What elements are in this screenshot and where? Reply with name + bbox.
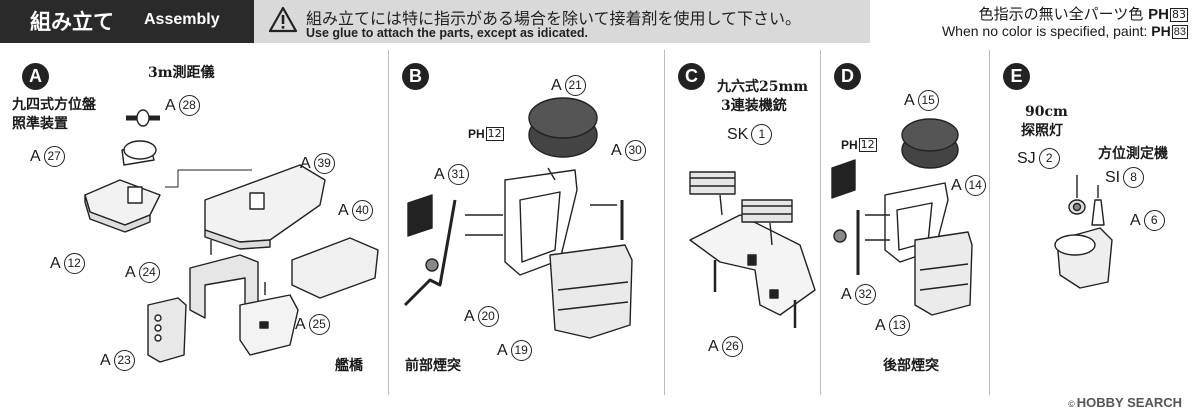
paint-number: 83: [1170, 8, 1188, 22]
director-label-line2: 照準装置: [12, 116, 68, 132]
mg-label-line1: 九六式25mm: [717, 79, 809, 95]
warning-en: Use glue to attach the parts, except as …: [306, 26, 589, 40]
step-e-drawing: [1054, 175, 1113, 289]
rangefinder-label: 3m測距儀: [148, 65, 215, 81]
step-d-drawing: [831, 118, 973, 316]
warning-icon: [268, 6, 298, 33]
step-a-badge: A: [22, 63, 49, 90]
step-b-drawing: [403, 97, 633, 339]
front-funnel-section-label: 前部煙突: [405, 358, 461, 374]
step-a-drawing: [84, 109, 379, 363]
paint-code: PH: [1151, 23, 1171, 39]
assembly-title-bar: 組み立て Assembly: [0, 0, 254, 43]
step-b-badge: B: [402, 63, 429, 90]
director-label-line1: 九四式方位盤: [12, 97, 96, 113]
watermark: ©HOBBY SEARCH: [1068, 395, 1182, 410]
paint-code: PH: [1148, 6, 1169, 23]
warning-jp: 組み立てには特に指示がある場合を除いて接着剤を使用して下さい。: [306, 9, 802, 28]
mg-label-line2: 3連装機銃: [721, 98, 787, 114]
paint-number: 83: [1171, 25, 1188, 39]
step-e-badge: E: [1003, 63, 1030, 90]
step-c-drawing: [689, 171, 816, 328]
glue-warning-bar: 組み立てには特に指示がある場合を除いて接着剤を使用して下さい。 Use glue…: [254, 0, 870, 43]
direction-finder-label: 方位測定機: [1098, 146, 1168, 162]
title-jp: 組み立て: [30, 10, 114, 34]
searchlight-label-line2: 探照灯: [1021, 123, 1063, 139]
step-d-badge: D: [834, 63, 861, 90]
rear-funnel-section-label: 後部煙突: [883, 358, 939, 374]
searchlight-label-line1: 90cm: [1025, 104, 1068, 120]
step-c-badge: C: [678, 63, 705, 90]
title-en: Assembly: [144, 11, 220, 28]
bridge-section-label: 艦橋: [335, 358, 363, 374]
